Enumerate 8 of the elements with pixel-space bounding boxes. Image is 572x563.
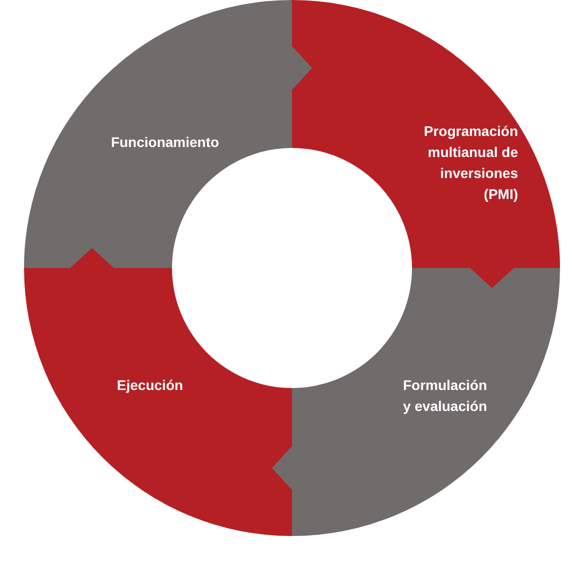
arrow-tab [470, 268, 514, 288]
arrow-tab [292, 46, 312, 90]
segment-label: Programación multianual de inversiones (PMI) [422, 122, 518, 204]
arrow-tab [70, 248, 114, 268]
segment-label: Funcionamiento [110, 133, 220, 152]
segment-label: Formulación y evaluación [402, 376, 487, 416]
segment-label: Ejecución [116, 376, 184, 395]
arrow-tab [272, 446, 292, 490]
